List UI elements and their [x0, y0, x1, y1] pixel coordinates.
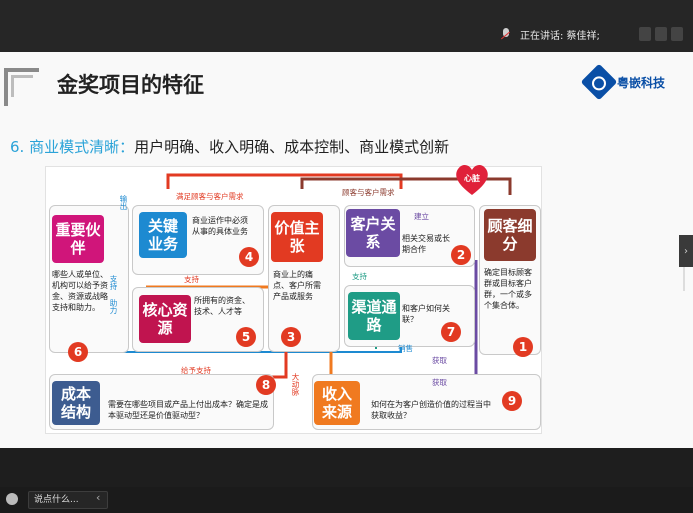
slide-corner-decoration-inner [11, 75, 33, 97]
back-icon[interactable] [671, 27, 683, 41]
mic-muted-icon [500, 27, 512, 42]
number-badge-2: 2 [451, 245, 471, 265]
key-activities-block: 关键业务 [139, 212, 187, 258]
label-support-side: 支持 [109, 275, 118, 290]
number-badge-1: 1 [513, 337, 533, 357]
label-obtain-2: 获取 [432, 378, 447, 387]
logo-icon [580, 63, 618, 101]
meeting-bottombar: 说点什么... ‹ [0, 487, 693, 513]
layout-icon[interactable] [655, 27, 667, 41]
label-output: 输出 [119, 195, 128, 210]
number-badge-8: 8 [256, 375, 276, 395]
relations-block: 客户关系 [346, 209, 400, 257]
expand-panel-button[interactable]: › [679, 235, 693, 267]
key-activities-desc: 商业运作中必须从事的具体业务 [192, 216, 248, 236]
subtitle-lead: 6. 商业模式清晰： [10, 138, 135, 156]
label-top-brown: 顾客与客户需求 [342, 188, 395, 197]
channels-desc: 和客户如何关联？ [402, 304, 450, 324]
partners-block: 重要伙伴 [52, 215, 104, 263]
number-badge-4: 4 [239, 247, 259, 267]
number-badge-9: 9 [502, 391, 522, 411]
channels-block: 渠道通路 [348, 292, 400, 340]
label-obtain: 获取 [432, 356, 447, 365]
value-desc: 商业上的痛点、客户所需产品或服务 [273, 270, 321, 301]
company-logo: 粤嵌科技 [580, 63, 665, 101]
label-support: 支持 [184, 275, 199, 284]
topbar-controls [639, 27, 683, 41]
slide-subtitle: 6. 商业模式清晰：用户明确、收入明确、成本控制、商业模式创新 [10, 136, 449, 157]
chat-input[interactable]: 说点什么... [28, 491, 108, 509]
revenue-block: 收入来源 [314, 381, 360, 425]
user-avatar-icon[interactable] [6, 493, 18, 505]
label-build: 建立 [414, 212, 429, 221]
label-big-artery: 大动脉 [291, 373, 300, 396]
key-resources-block: 核心资源 [139, 295, 191, 343]
label-top-red: 满足顾客与客户需求 [176, 192, 244, 201]
speaking-label: 正在讲话: 蔡佳祥; [520, 31, 600, 42]
subtitle-rest: 用户明确、收入明确、成本控制、商业模式创新 [134, 138, 450, 156]
logo-text: 粤嵌科技 [616, 75, 665, 90]
speaker-indicator: 正在讲话: 蔡佳祥; [500, 27, 600, 42]
value-block: 价值主张 [271, 212, 323, 262]
relations-desc: 相关交易或长期合作 [402, 234, 450, 254]
partners-desc: 哪些人或单位、机构可以给予资金、资源或战略支持和助力。 [52, 270, 108, 312]
cost-desc: 需要在哪些项目或产品上付出成本？确定是成本驱动型还是价值驱动型？ [108, 400, 268, 420]
label-give-support: 给予支持 [181, 366, 211, 375]
number-badge-3: 3 [281, 327, 301, 347]
segments-block: 顾客细分 [484, 209, 536, 261]
view-toggle-icon[interactable] [639, 27, 651, 41]
slide-title: 金奖项目的特征 [57, 73, 204, 97]
heart-label: 心脏 [464, 174, 480, 183]
slide-corner-decoration [4, 68, 39, 106]
number-badge-5: 5 [236, 327, 256, 347]
label-sales: 销售 [398, 344, 413, 353]
cost-block: 成本结构 [52, 381, 100, 425]
shared-slide: 金奖项目的特征 粤嵌科技 6. 商业模式清晰：用户明确、收入明确、成本控制、商业… [0, 52, 693, 448]
collapse-chat-icon[interactable]: ‹ [96, 491, 101, 504]
revenue-desc: 如何在为客户创造价值的过程当中获取收益？ [371, 400, 491, 420]
scroll-indicator [683, 267, 685, 291]
heart-icon: 心脏 [454, 163, 490, 197]
number-badge-7: 7 [441, 322, 461, 342]
label-help: 助力 [109, 299, 118, 314]
meeting-topbar: 正在讲话: 蔡佳祥; [0, 0, 693, 52]
key-resources-desc: 所拥有的资金、技术、人才等 [194, 296, 250, 316]
number-badge-6: 6 [68, 342, 88, 362]
label-support-channels: 支持 [352, 272, 367, 281]
business-model-canvas: 重要伙伴 关键业务 价值主张 客户关系 顾客细分 核心资源 渠道通路 成本结构 … [45, 163, 542, 434]
segments-desc: 确定目标顾客群或目标客户群，一个或多个集合体。 [484, 268, 532, 310]
